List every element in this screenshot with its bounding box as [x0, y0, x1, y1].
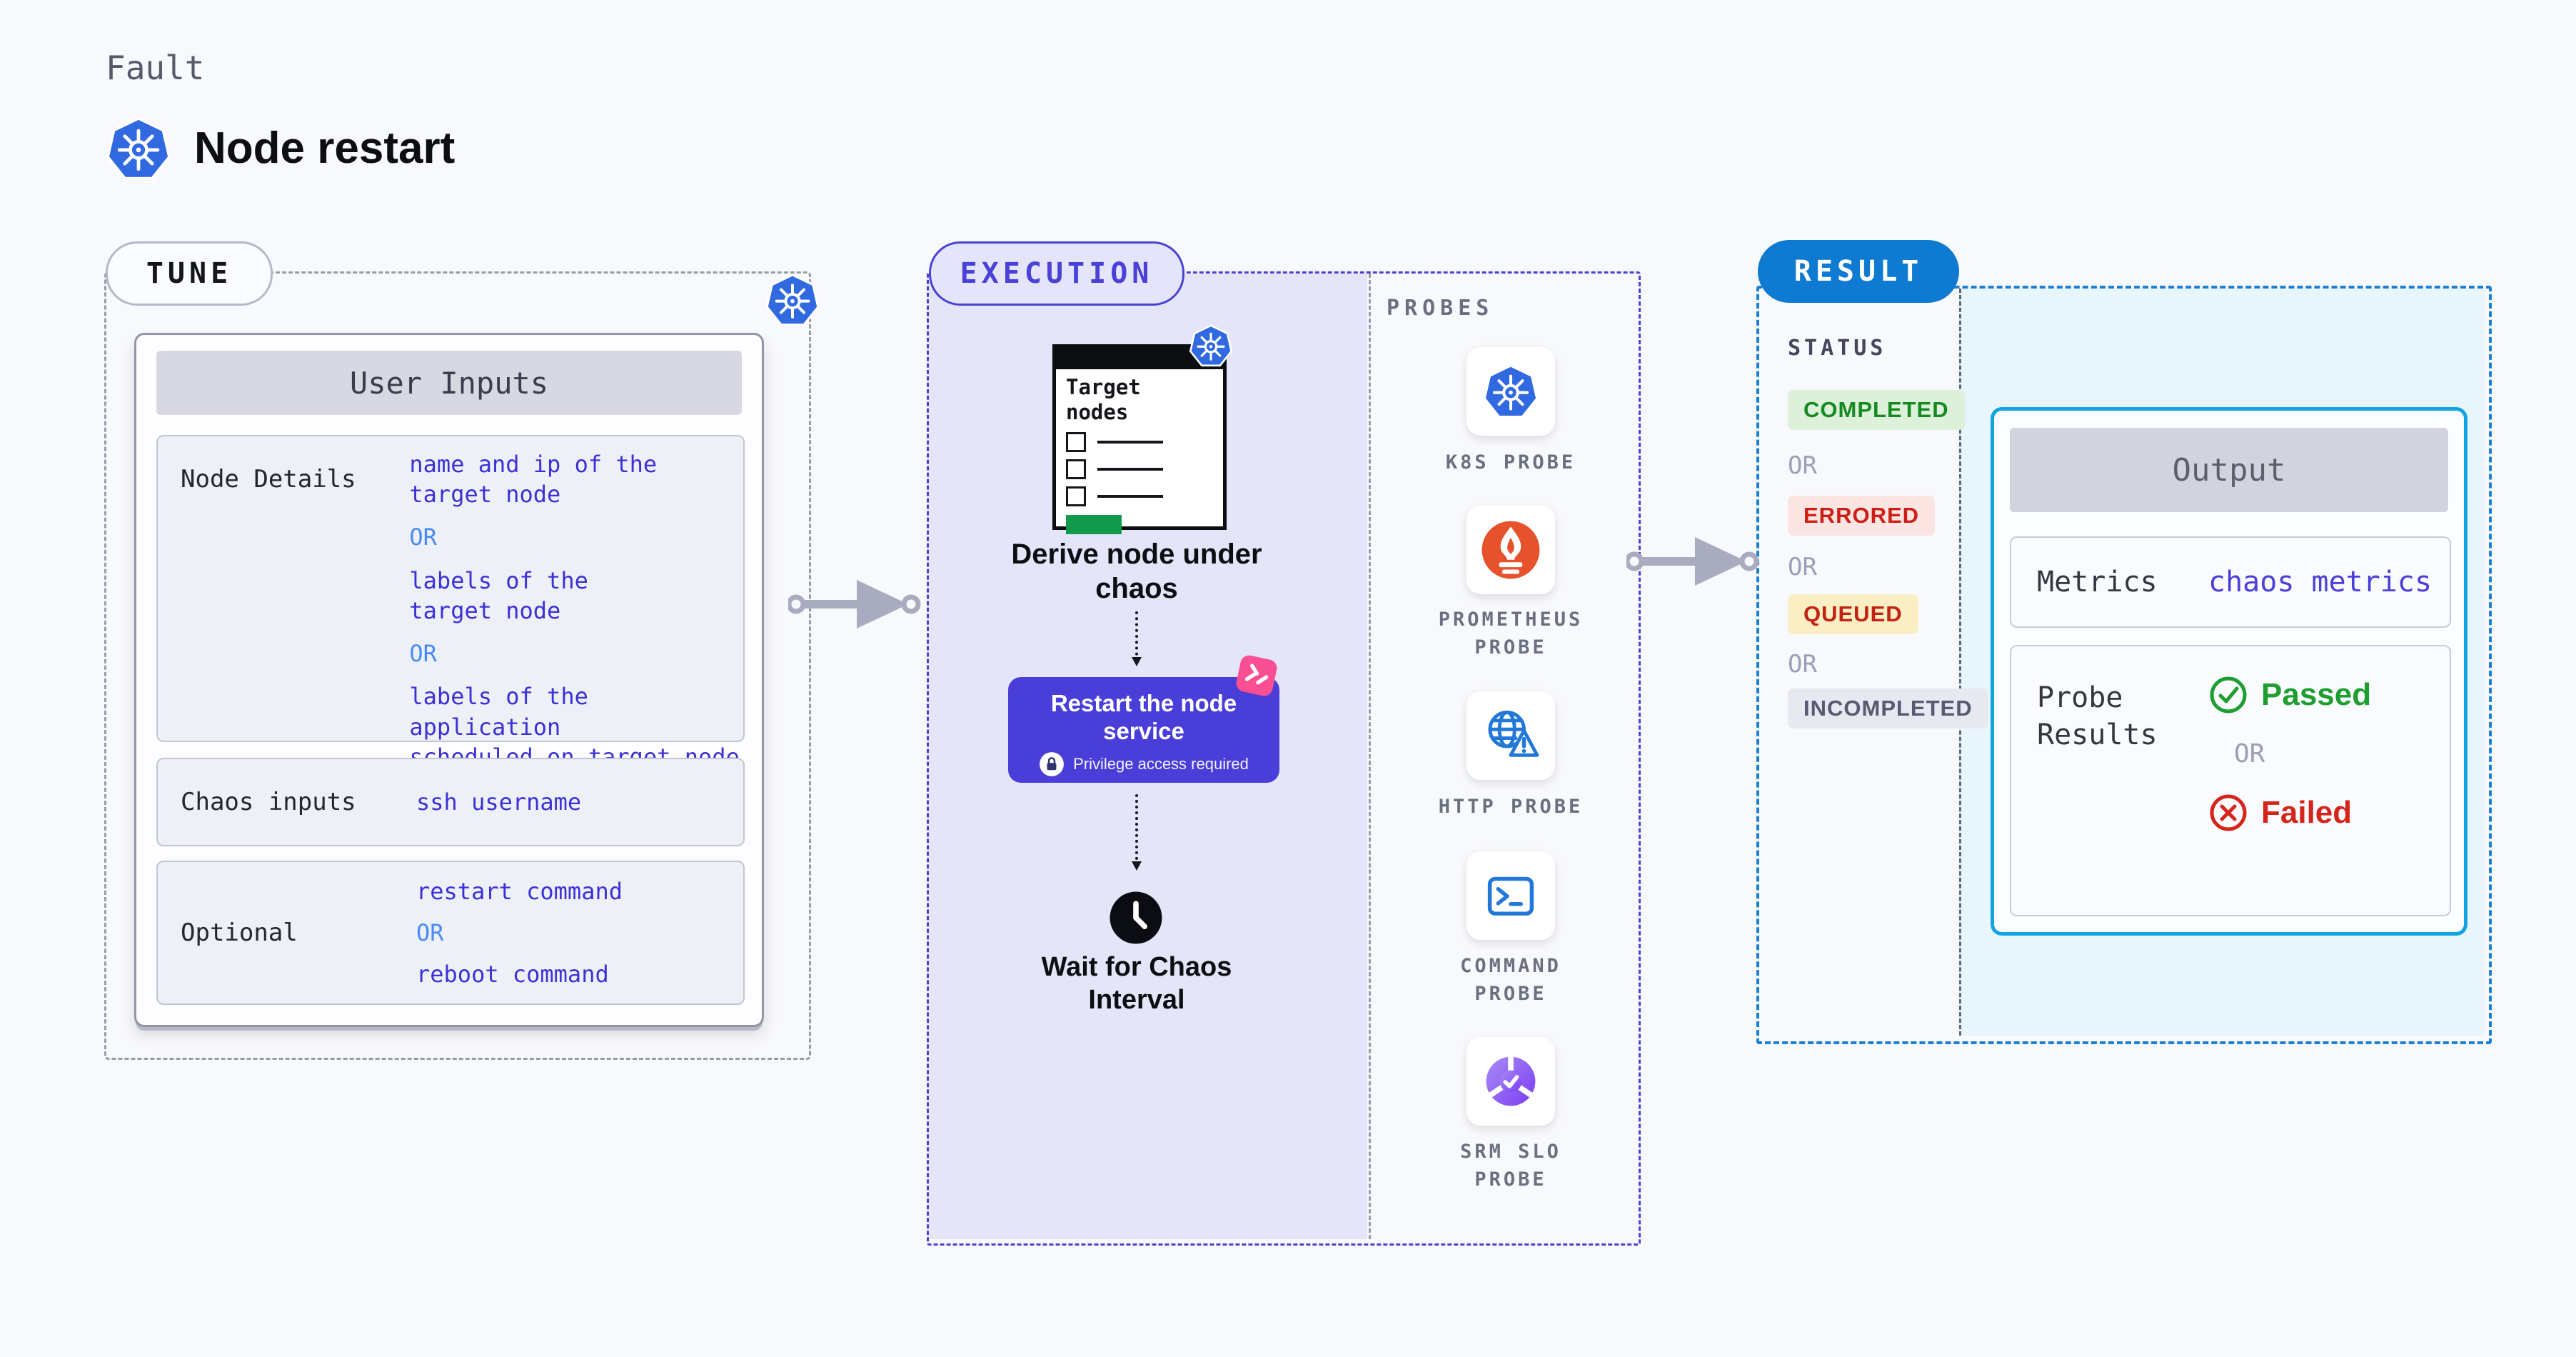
prometheus-icon	[1480, 519, 1541, 581]
or-separator: OR	[1788, 553, 1817, 581]
or-separator: OR	[416, 918, 444, 946]
row-value: name and ip of the target node	[409, 451, 658, 509]
row-label: Optional	[181, 918, 298, 947]
flow-arrow-down	[1132, 794, 1142, 871]
line-placeholder	[1097, 494, 1163, 498]
fault-kicker: Fault	[106, 49, 205, 87]
output-card: Output Metrics chaos metrics Probe Resul…	[1991, 407, 2467, 936]
probe-results-label: Probe Results	[2037, 681, 2158, 751]
probes-label: PROBES	[1387, 296, 1494, 321]
srm-slo-donut-check-icon	[1480, 1051, 1541, 1112]
checkbox-icon	[1066, 459, 1086, 479]
step-restart-node-service: Restart the node service Privilege acces…	[1008, 677, 1279, 783]
passed-label: Passed	[2261, 677, 2372, 712]
http-globe-warning-icon	[1479, 704, 1542, 767]
probe-label-srm-slo: SRM SLO PROBE	[1460, 1141, 1561, 1191]
kubernetes-icon	[1481, 362, 1540, 421]
probe-card-command	[1466, 851, 1555, 940]
user-inputs-header: User Inputs	[156, 351, 742, 415]
or-separator: OR	[409, 524, 437, 551]
checkbox-icon	[1066, 431, 1086, 452]
x-circle-icon	[2208, 793, 2248, 833]
kubernetes-icon	[104, 114, 173, 183]
step-wait-chaos-interval: Wait for Chaos Interval	[1041, 952, 1232, 1015]
probe-card-prometheus	[1466, 506, 1555, 594]
restart-step-label: Restart the node service	[1050, 690, 1237, 744]
probe-label-http: HTTP PROBE	[1438, 796, 1584, 818]
kubernetes-icon	[764, 271, 821, 329]
lock-icon	[1039, 751, 1065, 777]
probe-label-prometheus: PROMETHEUS PROBE	[1438, 609, 1584, 659]
probes-divider	[1369, 274, 1371, 1239]
row-value: reboot command	[416, 961, 609, 988]
probe-label-command: COMMAND PROBE	[1460, 955, 1561, 1006]
status-badge-queued: QUEUED	[1788, 594, 1918, 634]
step-derive-node: Derive node under chaos	[1011, 539, 1262, 604]
clipboard-title: Target nodes	[1066, 375, 1141, 424]
or-separator: OR	[1788, 451, 1817, 480]
flow-arrow-down	[1132, 611, 1142, 666]
table-row-node-details: Node Details name and ip of the target n…	[156, 435, 745, 771]
probe-card-srm-slo	[1466, 1037, 1555, 1126]
checklist-row	[1066, 486, 1213, 506]
row-value: restart command	[416, 877, 623, 905]
status-badge-errored: ERRORED	[1788, 496, 1936, 536]
probe-card-k8s	[1466, 347, 1555, 436]
row-value: labels of the target node	[409, 566, 588, 624]
row-label: Node Details	[181, 465, 356, 494]
probe-label-k8s: K8S PROBE	[1445, 451, 1576, 474]
probe-result-failed: Failed	[2208, 793, 2371, 833]
status-divider	[1959, 289, 1961, 1036]
result-panel	[1756, 286, 2492, 1044]
row-label: Chaos inputs	[181, 788, 356, 816]
row-value: ssh username	[416, 788, 582, 816]
tune-badge: TUNE	[106, 241, 273, 306]
page-title: Node restart	[194, 124, 456, 173]
tune-panel	[104, 271, 811, 1060]
output-row-probe-results: Probe Results Passed OR Failed	[2010, 645, 2451, 916]
or-separator: OR	[409, 640, 437, 668]
clock-icon	[1109, 891, 1163, 945]
check-circle-icon	[2208, 675, 2248, 715]
privilege-note: Privilege access required	[1073, 754, 1249, 773]
status-badge-incompleted: INCOMPLETED	[1788, 688, 1988, 728]
or-separator: OR	[1788, 650, 1817, 678]
execution-probes-panel	[927, 271, 1641, 1246]
checklist-row	[1066, 431, 1213, 452]
output-row-metrics: Metrics chaos metrics	[2010, 536, 2451, 628]
connector-arrow	[1626, 533, 1762, 590]
row-value: labels of the application scheduled on t…	[409, 683, 740, 771]
kubernetes-icon	[1188, 323, 1234, 369]
output-header: Output	[2010, 428, 2448, 512]
execution-badge: EXECUTION	[929, 241, 1184, 306]
probe-card-http	[1466, 691, 1555, 780]
probe-result-passed: Passed	[2208, 675, 2371, 715]
metrics-value: chaos metrics	[2208, 566, 2432, 599]
green-bar	[1066, 514, 1122, 534]
user-inputs-card: User Inputs Node Details name and ip of …	[134, 333, 764, 1027]
line-placeholder	[1097, 467, 1163, 471]
line-placeholder	[1097, 440, 1163, 444]
table-row-chaos-inputs: Chaos inputs ssh username	[156, 758, 745, 846]
status-badge-completed: COMPLETED	[1788, 390, 1965, 430]
result-badge: RESULT	[1758, 240, 1959, 303]
status-label: STATUS	[1788, 336, 1887, 361]
checklist-row	[1066, 459, 1213, 479]
failed-label: Failed	[2261, 795, 2353, 830]
target-nodes-clipboard: Target nodes	[1052, 344, 1227, 534]
checkbox-icon	[1066, 486, 1086, 506]
table-row-optional: Optional restart command OR reboot comma…	[156, 861, 745, 1005]
or-separator: OR	[2234, 739, 2265, 768]
connector-arrow	[788, 576, 924, 633]
litmus-chaos-icon	[1229, 649, 1284, 703]
metrics-label: Metrics	[2037, 566, 2158, 599]
terminal-icon	[1481, 866, 1541, 926]
